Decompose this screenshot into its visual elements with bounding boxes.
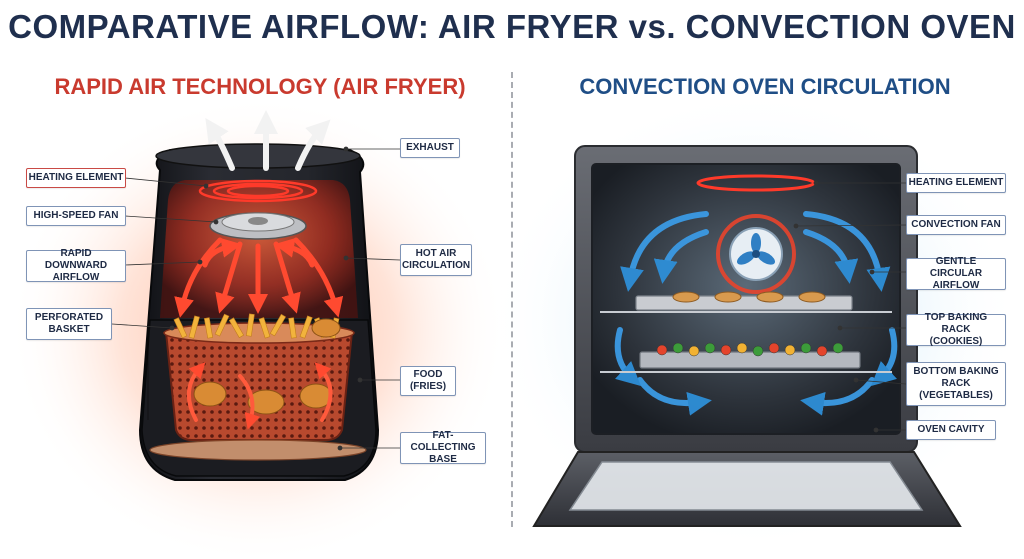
label-exhaust: EXHAUST	[400, 138, 460, 158]
oven-leader-lines	[793, 180, 907, 433]
label-oven-heating-element: HEATING ELEMENT	[906, 173, 1006, 193]
convection-oven-heading: CONVECTION OVEN CIRCULATION	[579, 74, 951, 99]
oven-airflow-arrows	[614, 211, 898, 416]
fryer-fan	[209, 212, 307, 240]
fryer-airflow-arrows	[174, 237, 344, 318]
fryer-basket	[164, 331, 354, 441]
oven-fan-ring	[716, 214, 796, 294]
label-bottom-baking-rack: BOTTOM BAKING RACK (VEGETABLES)	[906, 362, 1006, 406]
page-title: COMPARATIVE AIRFLOW: AIR FRYER vs. CONVE…	[8, 8, 1016, 45]
vegetables	[656, 342, 844, 357]
air-fryer	[138, 110, 380, 481]
cookies	[672, 291, 826, 303]
fryer-leader-lines	[111, 146, 401, 451]
label-rapid-downward-airflow: RAPID DOWNWARD AIRFLOW	[26, 248, 126, 283]
fryer-heating-coil	[198, 179, 318, 203]
fryer-lid	[155, 143, 361, 169]
panel-divider	[511, 72, 513, 527]
label-high-speed-fan: HIGH-SPEED FAN	[26, 206, 126, 226]
label-food-fries: FOOD (FRIES)	[400, 366, 456, 396]
air-fryer-heading: RAPID AIR TECHNOLOGY (AIR FRYER)	[54, 74, 466, 99]
label-perforated-basket: PERFORATED BASKET	[26, 308, 112, 340]
nuggets	[193, 318, 341, 415]
label-oven-cavity: OVEN CAVITY	[906, 420, 996, 440]
basket-swirl-arrows	[187, 362, 333, 430]
label-convection-fan: CONVECTION FAN	[906, 215, 1006, 235]
label-fryer-heating-element: HEATING ELEMENT	[26, 168, 126, 188]
oven-fan-blades	[736, 233, 776, 265]
label-gentle-circular-airflow: GENTLE CIRCULAR AIRFLOW	[906, 256, 1006, 291]
convection-oven	[532, 145, 962, 527]
bottom-rack-tray	[639, 351, 861, 369]
exhaust-arrows	[205, 110, 331, 171]
label-fat-collecting-base: FAT-COLLECTING BASE	[400, 430, 486, 465]
label-top-baking-rack: TOP BAKING RACK (COOKIES)	[906, 312, 1006, 347]
label-hot-air-circulation: HOT AIR CIRCULATION	[400, 244, 472, 276]
fryer-base	[149, 439, 367, 461]
oven-door-window	[568, 461, 924, 511]
